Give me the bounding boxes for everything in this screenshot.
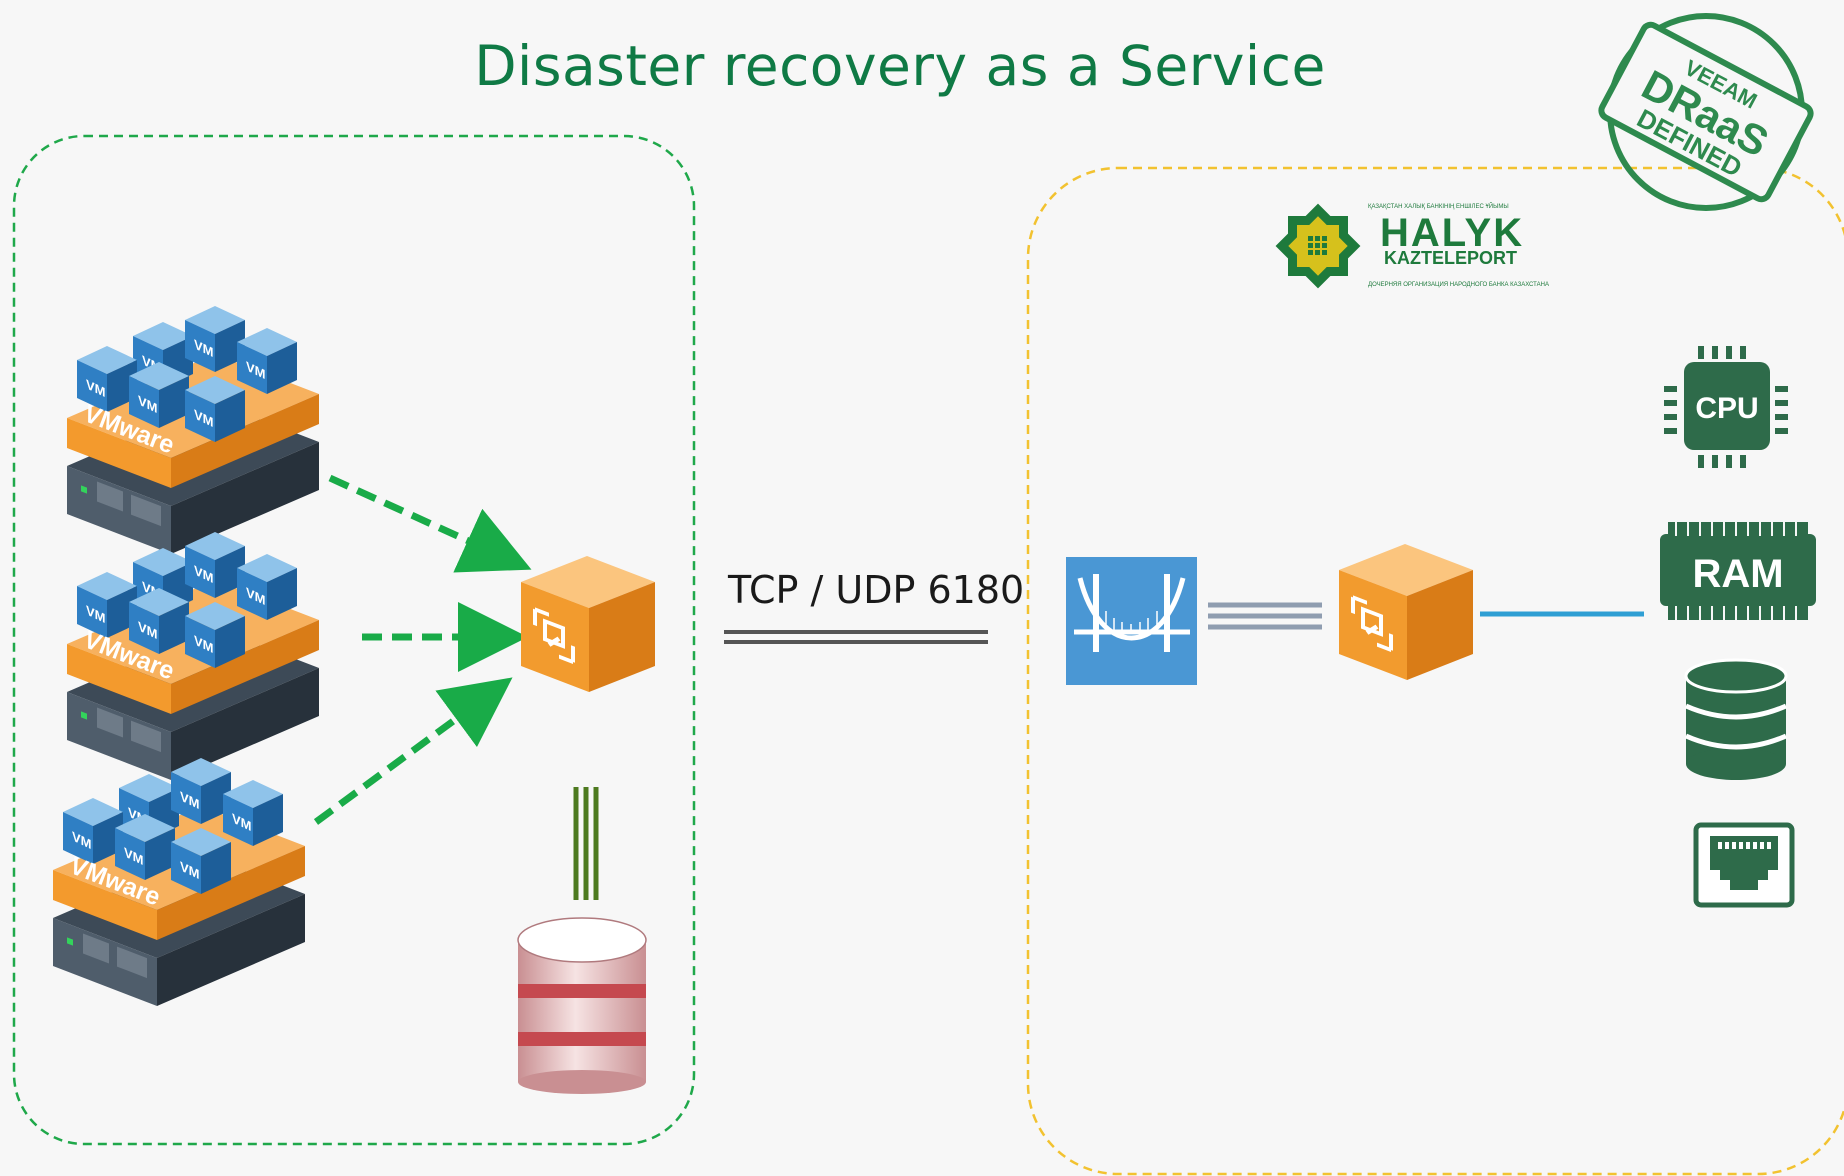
- storage-icon: [1684, 658, 1788, 780]
- source-site-border: [12, 134, 696, 1146]
- provider-proxy-icon: [1337, 542, 1475, 682]
- wan-link: [724, 630, 988, 644]
- storage-link: [573, 787, 599, 900]
- draas-defined-stamp: VEEAM DRaaS DEFINED: [1598, 13, 1814, 211]
- backup-repository-icon: [517, 917, 647, 1094]
- provider-site-border: [1026, 166, 1844, 1176]
- logo-top-text: ҚАЗАҚСТАН ХАЛЫҚ БАНКІНІҢ ЕНШІЛЕС ҰЙЫМЫ: [1368, 202, 1509, 210]
- cpu-icon: CPU: [1664, 346, 1788, 468]
- cpu-label: CPU: [1695, 392, 1758, 425]
- source-proxy-icon: [519, 554, 657, 694]
- logo-subname: KAZTELEPORT: [1384, 248, 1517, 268]
- ram-label: RAM: [1692, 552, 1783, 596]
- diagram-title: Disaster recovery as a Service: [474, 34, 1326, 98]
- logo-name: HALYK: [1380, 211, 1524, 255]
- ram-icon: RAM: [1660, 522, 1816, 620]
- gateway-proxy-link: [1208, 602, 1322, 630]
- replication-arrow-1: [328, 474, 532, 573]
- network-port-icon: [1693, 822, 1795, 908]
- replication-arrow-3: [313, 677, 513, 825]
- logo-bottom-text: ДОЧЕРНЯЯ ОРГАНИЗАЦИЯ НАРОДНОГО БАНКА КАЗ…: [1368, 282, 1549, 288]
- cloud-gateway-icon: [1066, 557, 1197, 685]
- halyk-kazteleport-logo: ҚАЗАҚСТАН ХАЛЫҚ БАНКІНІҢ ЕНШІЛЕС ҰЙЫМЫ H…: [1275, 202, 1549, 289]
- protocol-label: TCP / UDP 6180: [728, 568, 1025, 612]
